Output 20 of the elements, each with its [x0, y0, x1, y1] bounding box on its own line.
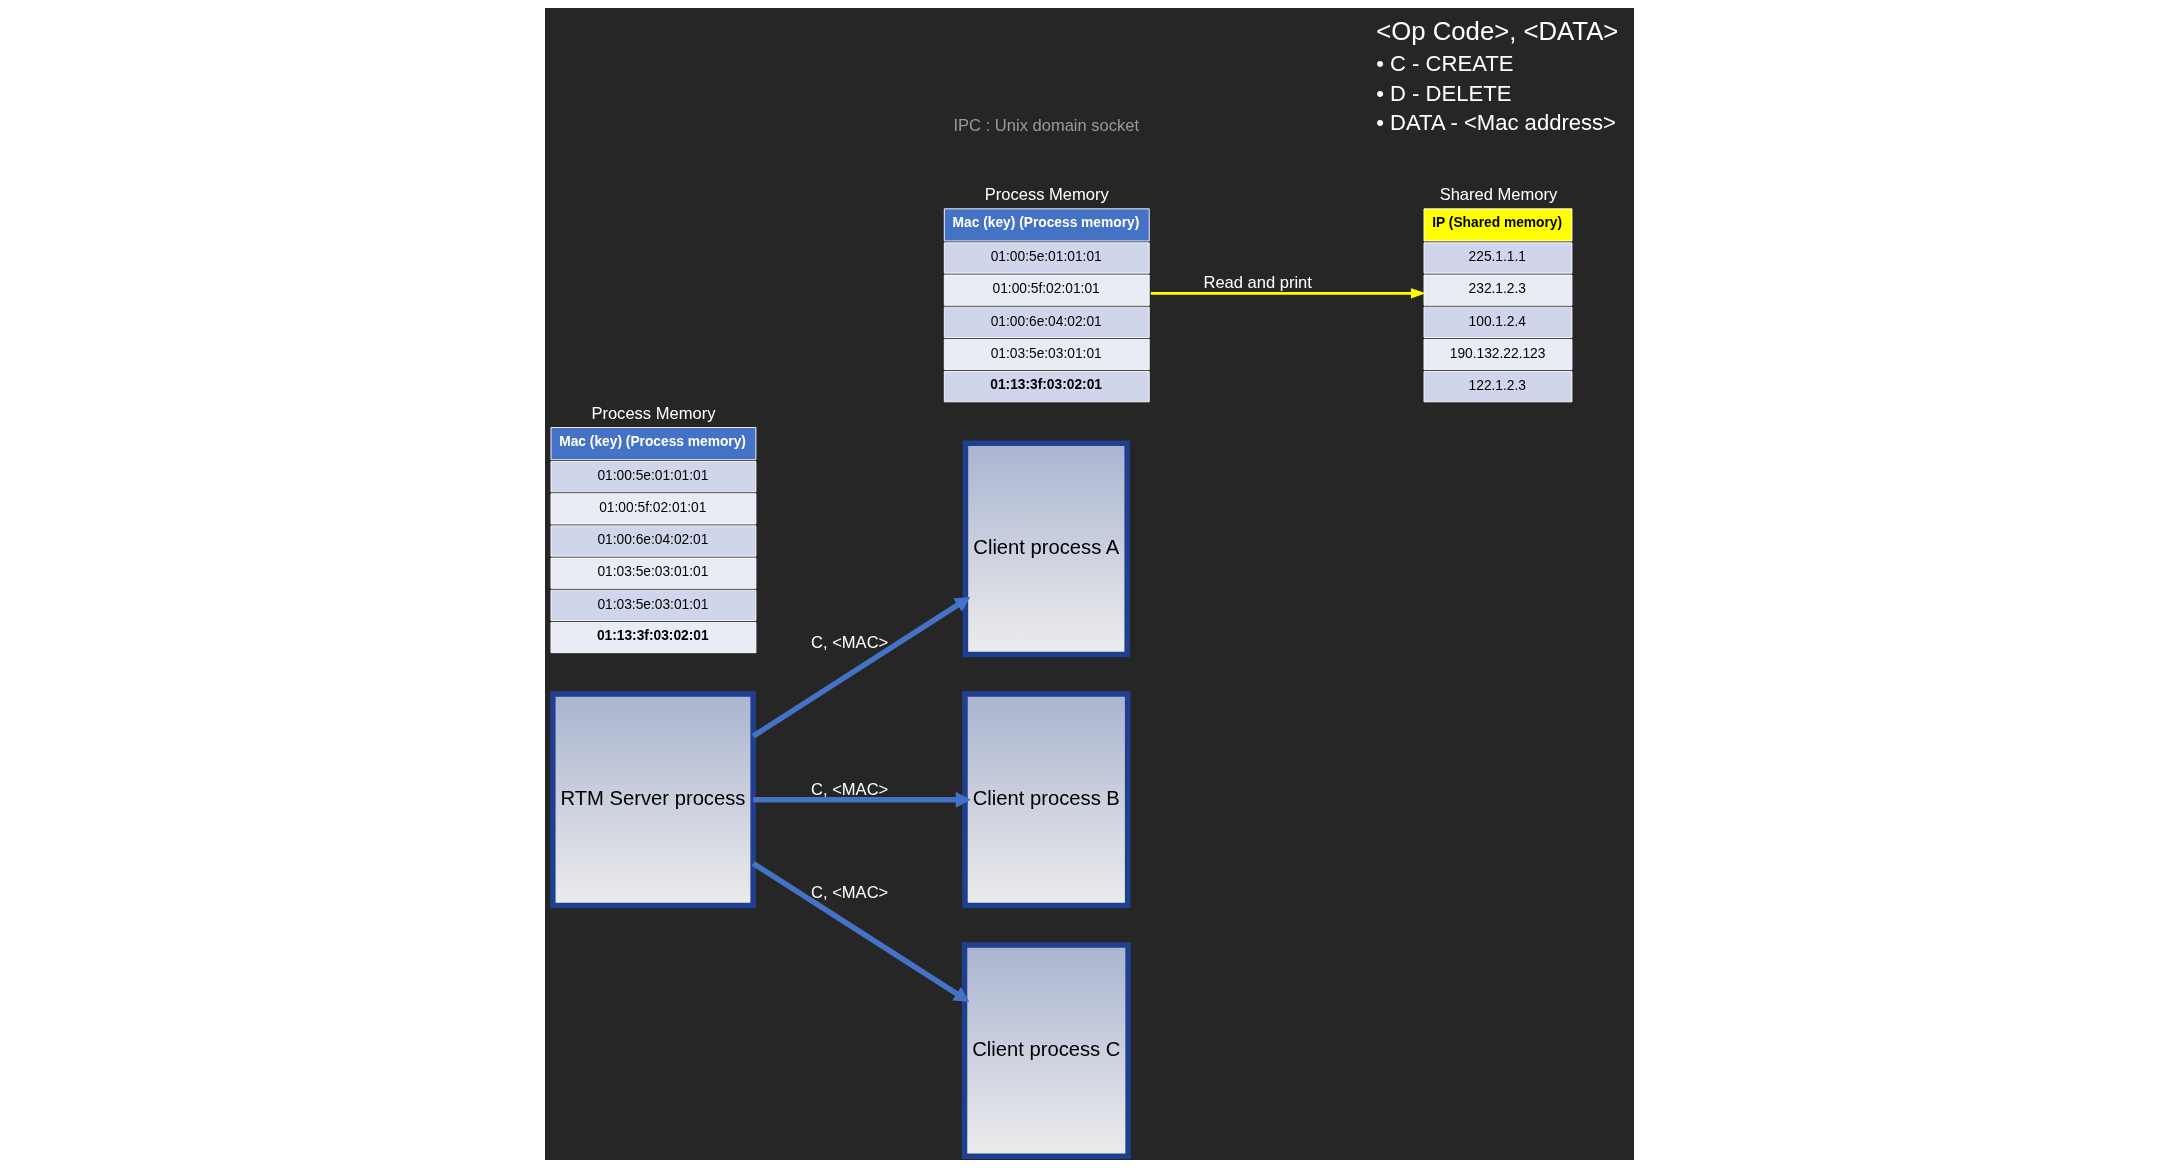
node-label: Shared Memory: [1439, 185, 1557, 204]
edge-label: Read and print: [1202, 273, 1312, 293]
node-label: Process Memory: [590, 403, 715, 423]
edge-label: C, <MAC>: [810, 779, 888, 799]
arrow: [1150, 288, 1426, 299]
label: <Op Code>, <DATA>: [1375, 17, 1618, 46]
arrow: [751, 596, 970, 739]
label: • DATA - <Mac address>: [1375, 109, 1616, 135]
edge-label: C, <MAC>: [810, 883, 888, 903]
node-box: RTM Server process: [549, 691, 756, 909]
node-box: Client process A: [962, 440, 1130, 658]
edge-label: C, <MAC>: [810, 632, 888, 652]
arrow: [752, 791, 971, 808]
label: IPC : Unix domain socket: [953, 116, 1139, 136]
node-label: Process Memory: [984, 185, 1109, 204]
node-box: Client process C: [961, 942, 1131, 1160]
label: • D - DELETE: [1375, 80, 1511, 106]
label: • C - CREATE: [1375, 51, 1513, 77]
arrow: [751, 861, 969, 1002]
node-box: Client process B: [961, 691, 1130, 909]
